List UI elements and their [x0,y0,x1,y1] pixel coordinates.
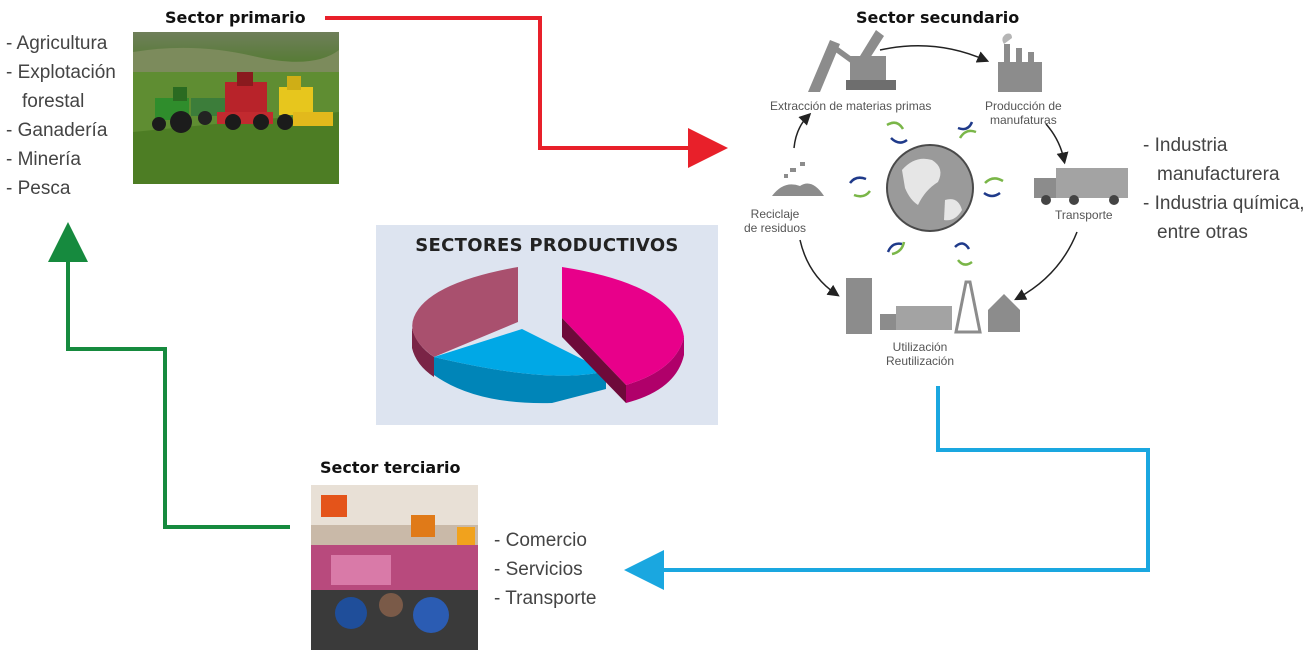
farm-machinery-photo [133,32,339,184]
store-interior-photo [311,485,478,650]
primary-sector-list: - Agricultura - Explotación forestal - G… [6,29,116,203]
list-item: - Agricultura [6,33,108,54]
primary-sector-title: Sector primario [165,8,306,27]
cycle-usage-label: Utilización Reutilización [886,340,955,368]
small-truck-icon [880,306,952,330]
cycle-extraction-label: Extracción de materias primas [770,99,932,113]
truck-icon [1034,168,1128,205]
globe-icon [886,144,974,232]
pie-illustration [412,267,684,404]
cycle-transport-label: Transporte [1055,208,1113,222]
list-item: - Transporte [494,588,597,609]
list-item: - Ganadería [6,120,108,141]
cycle-production-label: Producción de manufaturas [985,99,1062,127]
list-item: - Explotación [6,62,116,83]
tertiary-sector-title: Sector terciario [320,458,461,477]
house-icon [988,294,1020,332]
list-item: - Industria química, [1143,193,1305,214]
tertiary-to-primary-arrow [48,222,290,529]
secondary-sector-list: - Industria manufacturera - Industria qu… [1143,131,1305,247]
power-tower-icon [954,280,982,334]
secondary-sector-title: Sector secundario [856,8,1020,27]
list-item: - Industria [1143,135,1228,156]
cycle-recycle-label: Reciclaje de residuos [744,207,807,235]
list-item: - Servicios [494,559,583,580]
list-item: forestal [22,91,85,112]
list-item: - Minería [6,149,81,170]
list-item: entre otras [1157,222,1248,243]
list-item: - Comercio [494,530,587,551]
list-item: - Pesca [6,178,71,199]
primary-to-secondary-arrow [325,16,728,168]
productive-sectors-panel: SECTORES PRODUCTIVOS [376,225,718,425]
secondary-to-tertiary-arrow [624,386,1150,590]
usage-icons [846,278,1020,334]
list-item: manufacturera [1157,164,1280,185]
factory-icon [998,33,1042,92]
panel-title: SECTORES PRODUCTIVOS [415,235,679,256]
excavator-icon [808,30,896,92]
waste-pile-icon [772,162,824,196]
building-icon [846,278,872,334]
tertiary-sector-list: - Comercio - Servicios - Transporte [494,526,596,613]
